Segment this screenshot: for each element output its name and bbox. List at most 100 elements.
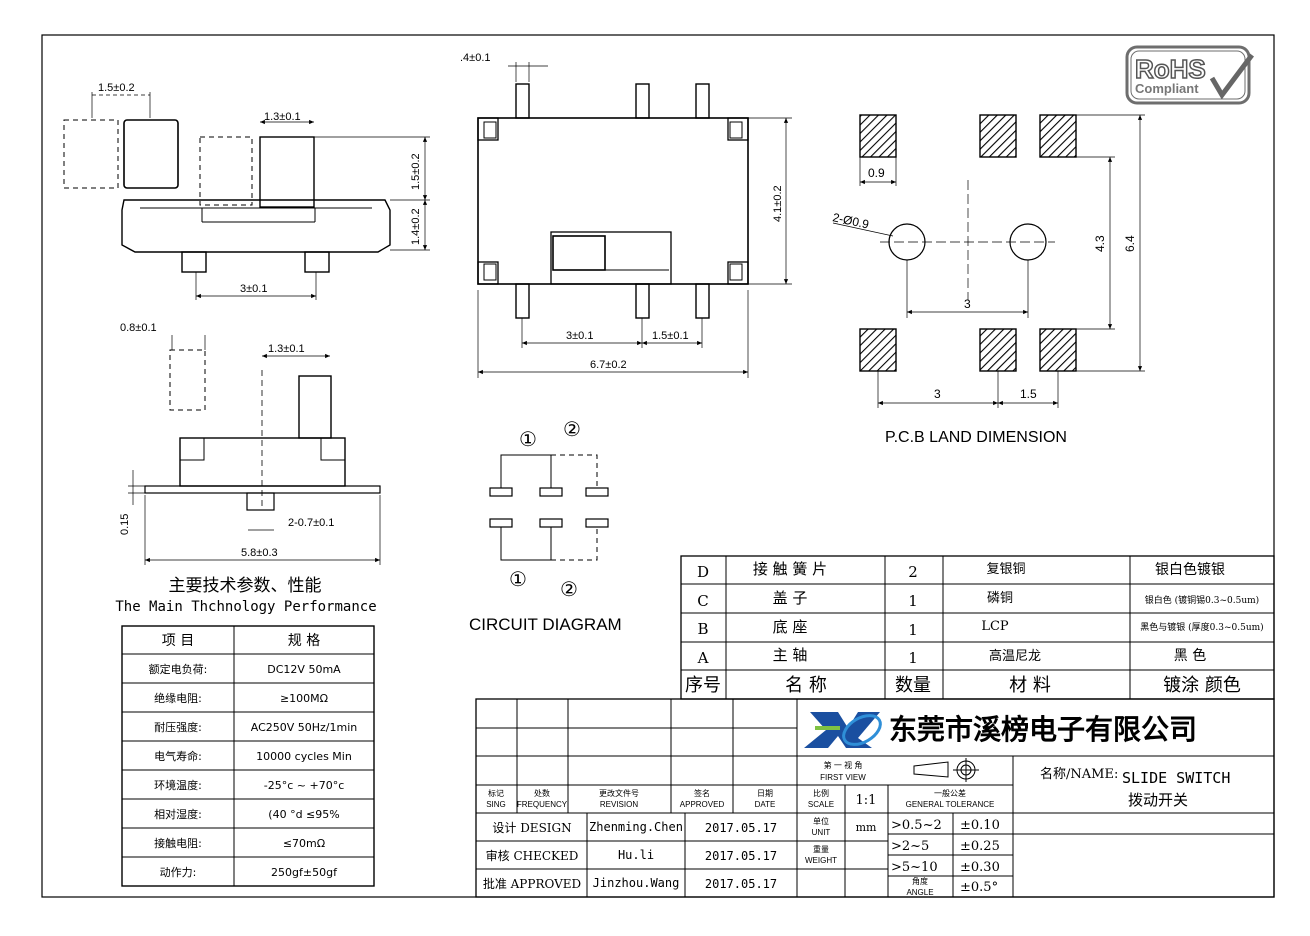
side-view: [63, 92, 430, 300]
perf-item: 相对湿度:: [154, 807, 202, 821]
tol-value: ±0.10: [960, 818, 1000, 833]
top-view: [477, 62, 792, 378]
bom-plating: 黑 色: [1174, 647, 1206, 664]
dim-43: 4.3: [1093, 235, 1107, 252]
name-en: SLIDE SWITCH: [1122, 769, 1230, 787]
bom-material: 高温尼龙: [989, 648, 1041, 664]
dashed-knob-left: [63, 119, 119, 189]
dim-top-height: 4.1±0.2: [772, 185, 784, 222]
tol-value: ±0.30: [960, 860, 1000, 875]
dim-pad: 0.9: [868, 166, 885, 180]
pin-right: [304, 251, 330, 273]
dashed-knob-mid: [199, 136, 253, 206]
front-view: [128, 335, 381, 565]
weight-cn: 重量: [813, 844, 829, 854]
body-outline: [121, 199, 391, 253]
dim-front-knob-width: 1.3±0.1: [268, 343, 305, 355]
angle-tol: ±0.5°: [960, 880, 998, 895]
approved-label: 批准 APPROVED: [483, 876, 581, 891]
perf-spec: (40 °d ≤95%: [268, 808, 339, 821]
dim-3-bottom: 3: [934, 387, 941, 401]
scale-en: SCALE: [808, 800, 834, 809]
dim-lead: 0.8±0.1: [120, 322, 157, 334]
name-label: 名称/NAME:: [1040, 766, 1118, 782]
bom-name: 主 轴: [773, 646, 808, 664]
pin-left: [181, 251, 207, 273]
unit-en: UNIT: [812, 828, 831, 837]
top-slider-knob: [552, 235, 606, 271]
rev-header-en: APPROVED: [680, 800, 725, 809]
bom-header-material: 材 料: [1009, 675, 1051, 696]
pcb-pad: [1039, 328, 1077, 372]
bom-qty: 1: [908, 649, 918, 667]
bom-id: D: [697, 563, 709, 581]
bom-name: 盖 子: [773, 589, 808, 607]
bom-qty: 1: [908, 592, 918, 610]
design-date: 2017.05.17: [705, 821, 777, 835]
perf-spec: ≥100MΩ: [280, 692, 328, 705]
perf-spec: AC250V 50Hz/1min: [251, 721, 358, 734]
perf-spec: DC12V 50mA: [267, 663, 341, 676]
dim-body-height: 1.4±0.2: [410, 208, 422, 245]
front-knob: [298, 375, 332, 439]
angle-en: ANGLE: [906, 888, 933, 897]
rev-header-en: DATE: [755, 800, 776, 809]
unit-value: mm: [856, 821, 877, 834]
dim-top-gap: 1.5±0.2: [98, 82, 135, 94]
rev-header: 更改文件号: [599, 788, 639, 798]
scale-cn: 比例: [813, 788, 829, 798]
perf-spec: 250gf±50gf: [271, 866, 338, 879]
bom-id: C: [697, 592, 708, 610]
dim-3-inner: 3: [964, 297, 971, 311]
company-logo: [804, 712, 882, 748]
dim-thickness: 0.15: [119, 514, 131, 535]
bom-plating: 银白色 (镀铜锡0.3~0.5um): [1145, 594, 1259, 606]
tol-range: >2~5: [891, 839, 929, 854]
bom-header-plating: 镀涂 颜色: [1163, 675, 1241, 696]
dim-holes: 2-Ø0.9: [831, 210, 870, 231]
title-block: [475, 698, 1275, 898]
pcb-pad: [859, 328, 897, 372]
tolerance-cn: 一般公差: [934, 788, 966, 798]
dim-pins: 2-0.7±0.1: [288, 517, 334, 529]
circuit-diagram: [489, 454, 609, 561]
perf-header-item: 项 目: [162, 633, 194, 649]
bom-plating: 银白色镀银: [1155, 561, 1225, 578]
perf-item: 绝缘电阻:: [154, 691, 202, 705]
circuit-title: CIRCUIT DIAGRAM: [469, 615, 622, 634]
perf-item: 耐压强度:: [154, 720, 202, 734]
top-body: [477, 117, 749, 285]
approved-date: 2017.05.17: [705, 877, 777, 891]
top-slider-window: [550, 231, 672, 285]
circuit-pin1-top: ①: [519, 427, 537, 451]
bom-header-id: 序号: [685, 675, 721, 696]
name-cn: 拨动开关: [1128, 791, 1188, 809]
tol-value: ±0.25: [960, 839, 1000, 854]
check-icon: [1209, 53, 1254, 100]
perf-spec: -25°c ~ +70°c: [264, 779, 345, 792]
pcb-title: P.C.B LAND DIMENSION: [885, 429, 1067, 446]
circuit-pin1-bottom: ①: [509, 567, 527, 591]
perf-spec: 10000 cycles Min: [256, 750, 352, 763]
dim-pitch-15: 1.5±0.1: [652, 330, 689, 342]
dim-pitch-3: 3±0.1: [566, 330, 593, 342]
checked-label: 审核 CHECKED: [486, 848, 579, 863]
checked-date: 2017.05.17: [705, 849, 777, 863]
bom-id: A: [697, 649, 709, 667]
dim-15-bottom: 1.5: [1020, 387, 1037, 401]
pcb-pad: [979, 114, 1017, 158]
perf-item: 环境温度:: [154, 778, 202, 792]
dim-knob-height: 1.5±0.2: [410, 153, 422, 190]
first-view-en: FIRST VIEW: [820, 773, 866, 782]
pcb-land: [832, 114, 1145, 408]
bom-plating: 黑色与镀银 (厚度0.3~0.5um): [1140, 621, 1263, 633]
pcb-pad: [1039, 114, 1077, 158]
circuit-pin2-bottom: ②: [560, 577, 578, 601]
rev-header-en: SING: [486, 800, 506, 809]
dim-64: 6.4: [1123, 235, 1137, 252]
pcb-pad: [859, 114, 897, 158]
front-base: [144, 485, 381, 494]
rev-header-en: REVISION: [600, 800, 638, 809]
knob-outline: [123, 119, 179, 189]
